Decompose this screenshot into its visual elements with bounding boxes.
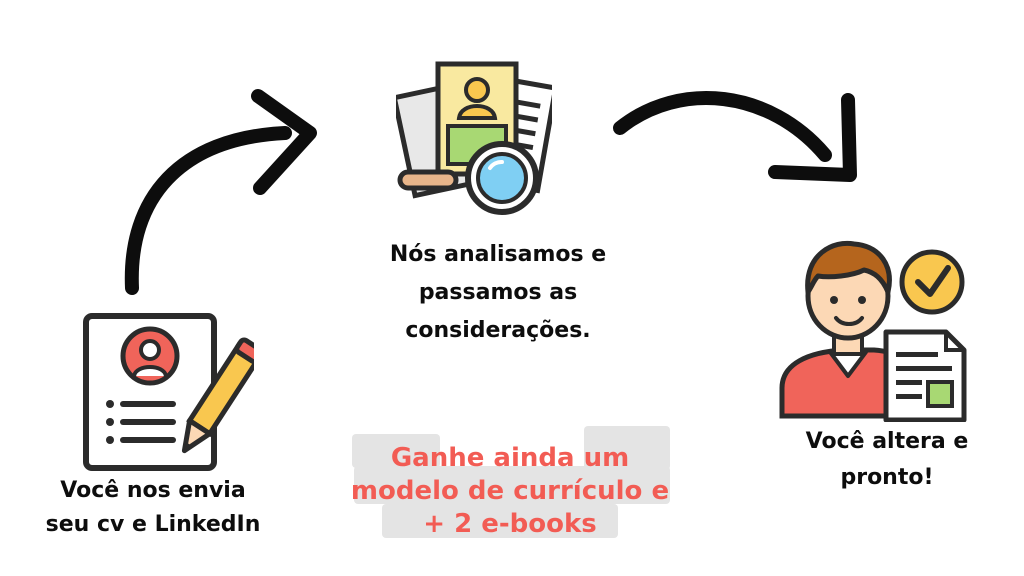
step-1-caption: Você nos envia seu cv e LinkedIn bbox=[18, 474, 288, 542]
bonus-offer-text: Ganhe ainda um modelo de currículo e + 2… bbox=[330, 442, 690, 541]
resumes-magnifier-icon bbox=[396, 61, 552, 215]
step-3-caption-line: Você altera e bbox=[805, 429, 969, 454]
step-3-caption: Você altera e pronto! bbox=[782, 424, 992, 496]
bonus-highlight bbox=[354, 466, 670, 504]
step-3-caption-line: pronto! bbox=[840, 465, 934, 490]
step-1-caption-line: Você nos envia bbox=[60, 478, 246, 503]
resume-pencil-icon bbox=[83, 313, 254, 471]
step-2-caption: Nós analisamos e passamos as consideraçõ… bbox=[368, 236, 628, 350]
bonus-highlight bbox=[352, 434, 440, 468]
bonus-line: + 2 e-books bbox=[423, 509, 597, 539]
bonus-line: modelo de currículo e bbox=[350, 476, 670, 506]
step-2-caption-line: considerações. bbox=[405, 318, 591, 343]
person-approved-document-icon bbox=[779, 240, 967, 422]
curved-arrow-2-icon bbox=[613, 91, 857, 182]
bonus-highlight bbox=[382, 504, 618, 538]
step-1-caption-line: seu cv e LinkedIn bbox=[45, 512, 261, 537]
step-2-caption-line: Nós analisamos e bbox=[389, 242, 607, 267]
bonus-line: Ganhe ainda um bbox=[390, 443, 630, 473]
curved-arrow-1-icon bbox=[124, 89, 317, 295]
step-2-caption-line: passamos as bbox=[418, 280, 578, 305]
bonus-highlight bbox=[584, 426, 670, 470]
